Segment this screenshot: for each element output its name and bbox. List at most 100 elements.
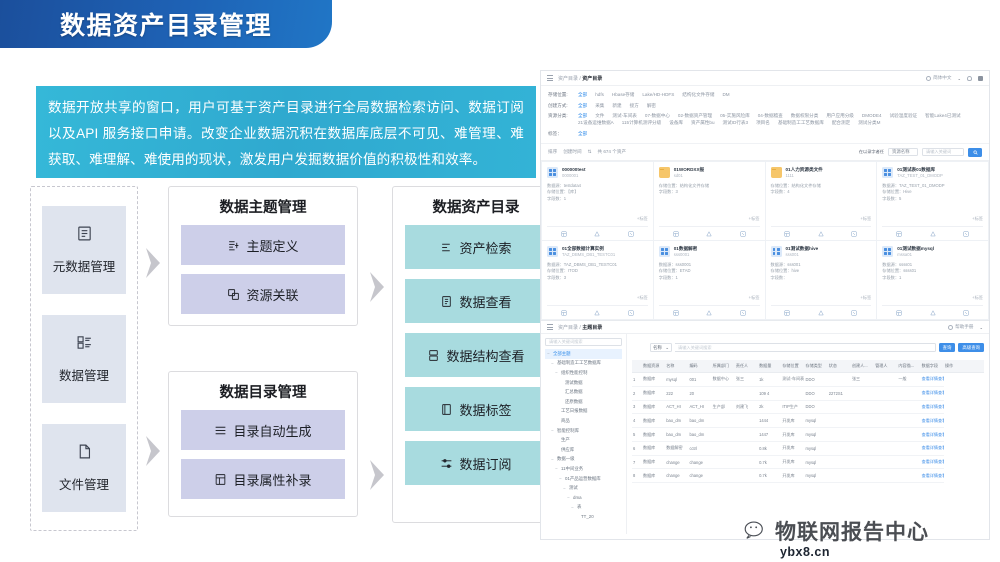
add-tag-button[interactable]: +标签 bbox=[748, 216, 760, 221]
subscribe-icon[interactable] bbox=[740, 231, 746, 237]
filter-option[interactable]: 05-实施风险库 bbox=[720, 113, 750, 118]
source-item-data[interactable]: 数据管理 bbox=[42, 314, 126, 403]
sort-field[interactable]: 创建时间 bbox=[563, 149, 582, 154]
menu-icon[interactable] bbox=[547, 324, 553, 330]
add-tag-button[interactable]: +标签 bbox=[636, 216, 648, 221]
filter-option[interactable]: Lake/HD-HDFS bbox=[642, 92, 675, 97]
view-lineage-icon[interactable] bbox=[706, 231, 712, 237]
table-search-field-select[interactable]: 名称⌄ bbox=[650, 343, 672, 352]
tree-node[interactable]: −表 bbox=[545, 503, 622, 513]
filter-option[interactable]: 基础制造工工艺数据库 bbox=[777, 120, 824, 125]
view-lineage-icon[interactable] bbox=[929, 231, 936, 237]
filter-option[interactable]: 用户应用分级 bbox=[826, 113, 854, 118]
tree-node[interactable]: 供应库 bbox=[545, 445, 622, 455]
tree-node[interactable]: 测试数据 bbox=[545, 378, 622, 388]
filter-option[interactable]: 试验温度验证 bbox=[889, 113, 918, 118]
panel-item-data-tag[interactable]: 数据标签 bbox=[405, 387, 547, 431]
add-tag-button[interactable]: +标签 bbox=[860, 295, 872, 300]
add-tag-button[interactable]: +标签 bbox=[972, 295, 983, 300]
filter-option[interactable]: 115计算机测评分级 bbox=[621, 120, 662, 125]
row-actions[interactable]: 查看详情查看 查看详情 bbox=[920, 372, 944, 387]
tree-node[interactable]: −基础制造工工艺数据库 bbox=[545, 359, 622, 369]
add-tag-button[interactable]: +标签 bbox=[972, 216, 983, 221]
filter-option[interactable]: 全部 bbox=[578, 92, 588, 97]
view-structure-icon[interactable] bbox=[673, 231, 679, 237]
subscribe-icon[interactable] bbox=[851, 231, 857, 237]
tree-expand-icon[interactable]: − bbox=[567, 495, 570, 501]
tree-node[interactable]: −11中间业务 bbox=[545, 464, 622, 474]
filter-option[interactable]: 智能Lake4已测试 bbox=[925, 113, 961, 118]
tree-expand-icon[interactable]: − bbox=[559, 476, 562, 482]
view-structure-icon[interactable] bbox=[896, 310, 902, 316]
subscribe-icon[interactable] bbox=[628, 310, 634, 316]
tree-node[interactable]: 商品 bbox=[545, 416, 622, 426]
panel-item-subject-define[interactable]: 主题定义 bbox=[181, 225, 345, 265]
subscribe-icon[interactable] bbox=[740, 310, 746, 316]
tree-expand-icon[interactable]: − bbox=[551, 456, 554, 462]
tree-node[interactable]: −数据一级 bbox=[545, 455, 622, 465]
view-lineage-icon[interactable] bbox=[818, 231, 824, 237]
panel-item-data-structure-view[interactable]: 数据结构查看 bbox=[405, 333, 547, 377]
view-lineage-icon[interactable] bbox=[594, 310, 601, 316]
source-item-file[interactable]: 文件管理 bbox=[42, 423, 126, 512]
filter-option[interactable]: 资产属性bu bbox=[691, 120, 715, 125]
filter-option[interactable]: 数据权限分类 bbox=[790, 113, 819, 118]
view-lineage-icon[interactable] bbox=[929, 310, 936, 316]
filter-option[interactable]: 新建 bbox=[612, 102, 622, 108]
help-action[interactable]: 帮助手册 bbox=[948, 324, 973, 330]
filter-option[interactable]: 解密 bbox=[646, 102, 657, 108]
add-tag-button[interactable]: +标签 bbox=[748, 295, 760, 300]
filter-option[interactable]: 测试ID行表3 bbox=[722, 120, 749, 125]
view-lineage-icon[interactable] bbox=[594, 231, 601, 237]
menu-icon[interactable] bbox=[547, 75, 553, 81]
view-lineage-icon[interactable] bbox=[818, 310, 824, 316]
panel-item-data-view[interactable]: 数据查看 bbox=[405, 279, 547, 323]
tree-node[interactable]: 生产 bbox=[545, 435, 622, 445]
panel-item-catalog-attribute[interactable]: 目录属性补录 bbox=[181, 459, 345, 499]
tree-node[interactable]: 工艺日报数据 bbox=[545, 407, 622, 417]
language-switcher[interactable]: 简体中文 bbox=[926, 75, 951, 81]
query-button[interactable]: 查询 bbox=[938, 343, 956, 352]
search-field-select[interactable]: 资源名称 bbox=[888, 148, 918, 156]
row-actions[interactable]: 查看详情查看 查看详情 bbox=[920, 413, 944, 429]
tree-expand-icon[interactable]: − bbox=[571, 504, 574, 510]
filter-option[interactable]: 文件 bbox=[595, 113, 605, 118]
tree-expand-icon[interactable]: − bbox=[551, 360, 554, 366]
tree-node[interactable]: TT_20 bbox=[545, 512, 622, 522]
breadcrumb-parent[interactable]: 资产目录 bbox=[558, 75, 579, 82]
table-search-input[interactable]: 请输入关键词搜索 bbox=[675, 343, 936, 352]
bell-icon[interactable] bbox=[967, 75, 972, 81]
filter-option[interactable]: 02-数据资产管理 bbox=[677, 113, 713, 118]
panel-item-catalog-auto-generate[interactable]: 目录自动生成 bbox=[181, 410, 345, 450]
tree-expand-icon[interactable]: − bbox=[563, 485, 566, 491]
filter-option[interactable]: 配合测定 bbox=[831, 120, 851, 125]
advanced-query-button[interactable]: 高级查询 bbox=[958, 343, 984, 352]
tree-node[interactable]: −组织性能控制 bbox=[545, 368, 622, 378]
row-actions[interactable]: 查看详情查看 查看详情 bbox=[920, 427, 944, 442]
tree-node[interactable]: −测试 bbox=[545, 483, 622, 493]
view-structure-icon[interactable] bbox=[561, 310, 567, 316]
view-structure-icon[interactable] bbox=[561, 231, 567, 237]
tree-expand-icon[interactable]: − bbox=[547, 351, 550, 357]
filter-option[interactable]: 全部 bbox=[578, 130, 588, 136]
row-actions[interactable]: 查看详情查看 查看详情 bbox=[920, 400, 944, 415]
filter-option[interactable]: 结构化文件存储 bbox=[682, 92, 715, 97]
filter-option[interactable]: hdfs bbox=[595, 92, 604, 97]
filter-option[interactable]: 21设备运维数据A bbox=[578, 120, 614, 125]
add-tag-button[interactable]: +标签 bbox=[636, 295, 648, 300]
tree-node[interactable]: 还原数据 bbox=[545, 397, 622, 407]
filter-option[interactable]: 07-数据中心 bbox=[644, 113, 670, 118]
breadcrumb-parent[interactable]: 资产目录 bbox=[558, 324, 579, 331]
